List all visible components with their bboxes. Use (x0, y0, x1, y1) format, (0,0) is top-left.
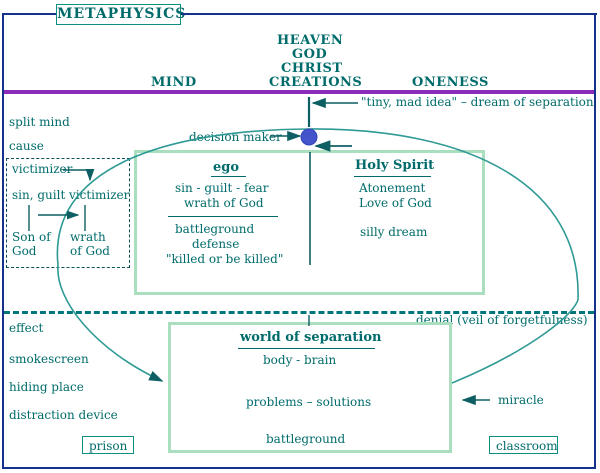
classroom-box: classroom (489, 436, 558, 454)
metaphysics-title-box: METAPHYSICS (56, 4, 185, 25)
ego-heading-underline (211, 176, 246, 177)
label-sin-guilt: sin, guilt (12, 188, 66, 202)
world-of-separation-box (168, 322, 452, 453)
label-victimizer-right: victimizer (69, 188, 130, 202)
label-god: GOD (292, 47, 328, 62)
label-wrath: wrath (70, 230, 106, 244)
label-ego-line5: "killed or be killed" (166, 252, 284, 266)
label-effect: effect (9, 321, 44, 335)
label-miracle: miracle (498, 393, 544, 407)
label-christ: CHRIST (281, 61, 343, 76)
label-cause: cause (9, 139, 44, 153)
label-hs-line1: Atonement (359, 181, 426, 195)
label-world-line2: problems – solutions (246, 395, 372, 409)
label-world-line1: body - brain (263, 353, 337, 367)
label-decision-maker: decision maker (189, 130, 282, 144)
oneness-divider-line (4, 90, 594, 94)
label-ego-line3: battleground (175, 222, 255, 236)
label-ego-line2: wrath of God (184, 196, 264, 210)
label-creations: CREATIONS (269, 75, 363, 90)
label-god-2: God (12, 244, 37, 258)
label-of-god: of God (70, 244, 110, 258)
label-oneness: ONENESS (412, 75, 489, 90)
label-victimizer-top: victimizer (12, 162, 73, 176)
label-ego-line4: defense (192, 237, 240, 251)
heading-holy-spirit: Holy Spirit (355, 158, 435, 173)
label-hs-line3: silly dream (360, 225, 428, 239)
label-ego-line1: sin - guilt - fear (175, 181, 269, 195)
label-mind: MIND (151, 75, 197, 90)
label-hiding-place: hiding place (9, 380, 84, 394)
label-hs-line2: Love of God (359, 196, 432, 210)
label-heaven: HEAVEN (277, 33, 344, 48)
prison-box: prison (82, 436, 134, 454)
label-distraction-device: distraction device (9, 408, 118, 422)
label-son-of: Son of (12, 230, 51, 244)
label-smokescreen: smokescreen (9, 352, 89, 366)
label-tiny-mad-idea: "tiny, mad idea" – dream of separation (361, 95, 594, 109)
world-heading-underline (238, 348, 375, 349)
heading-world-of-separation: world of separation (240, 330, 382, 345)
denial-dashed-line (4, 311, 594, 314)
holy-spirit-heading-underline (354, 176, 431, 177)
ego-section-rule (168, 216, 278, 217)
label-split-mind: split mind (9, 115, 70, 129)
label-world-line3: battleground (266, 432, 346, 446)
heading-ego: ego (213, 160, 240, 175)
